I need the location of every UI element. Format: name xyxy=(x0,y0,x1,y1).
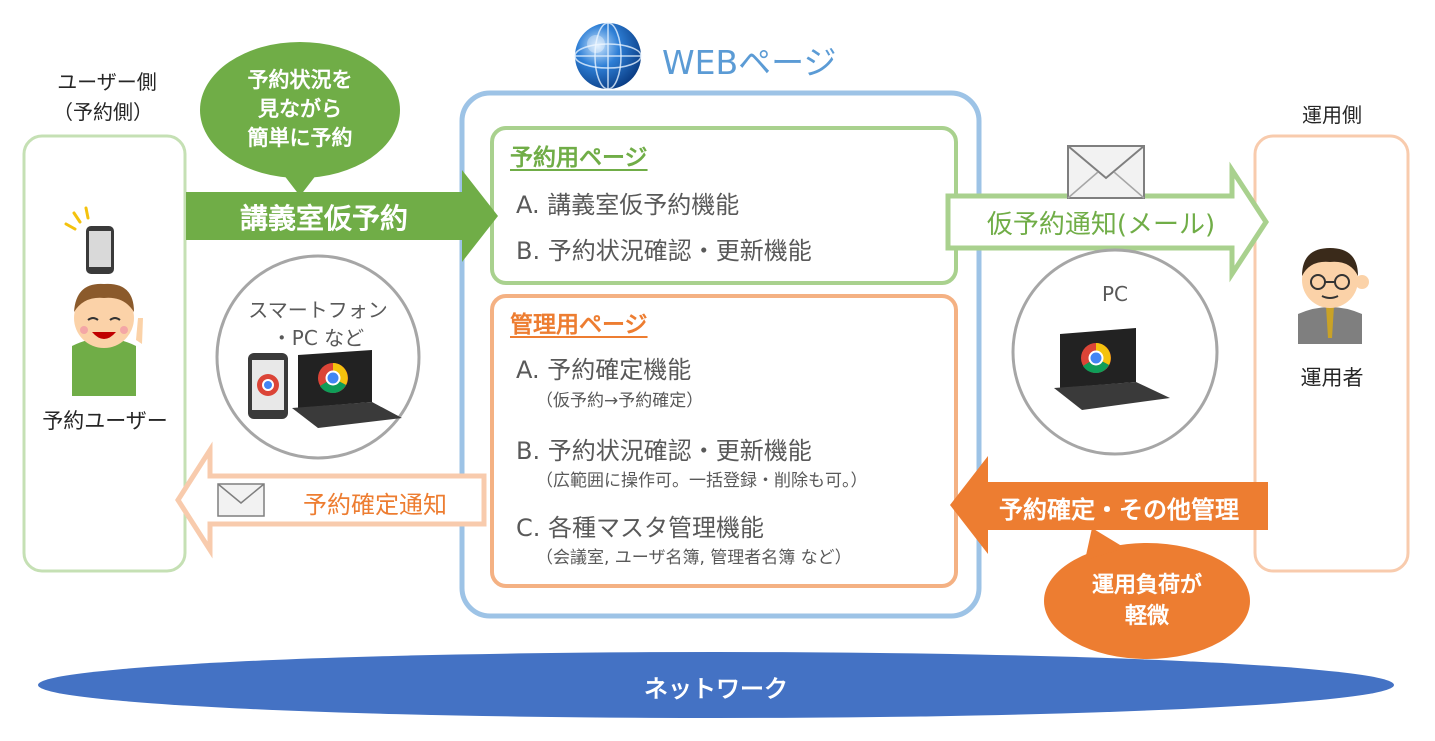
user-callout-line1: 予約状況を xyxy=(247,68,353,92)
reservation-item-b: B. 予約状況確認・更新機能 xyxy=(516,237,812,265)
notify-mail-arrow xyxy=(945,161,1269,283)
user-callout-text: 予約状況を 見ながら 簡単に予約 xyxy=(210,66,390,153)
smartphone-icon xyxy=(248,353,288,419)
laptop-icon-user xyxy=(292,350,402,428)
operator-side-frame xyxy=(1253,134,1410,573)
admin-item-a-note: （仮予約→予約確定） xyxy=(536,391,704,411)
reservation-user-avatar xyxy=(72,283,143,396)
phone-alert-icon xyxy=(64,206,114,274)
user-device-caption-line2: ・PC など xyxy=(271,326,365,350)
user-callout-line2: 見ながら xyxy=(258,97,342,121)
operator-avatar xyxy=(1298,248,1369,344)
admin-page-box xyxy=(490,294,958,588)
network-label: ネットワーク xyxy=(644,675,788,703)
globe-icon xyxy=(574,22,642,90)
reserve-arrow-label: 講義室仮予約 xyxy=(239,202,408,235)
operator-callout-line2: 軽微 xyxy=(1124,604,1169,629)
user-callout-line3: 簡単に予約 xyxy=(247,126,353,150)
user-side-heading-line1: ユーザー側 xyxy=(57,70,157,94)
manage-arrow xyxy=(950,456,1268,554)
operator-device-caption: PC xyxy=(1101,282,1129,306)
admin-item-b-label: B. 予約状況確認・更新機能 xyxy=(516,437,812,465)
mail-icon-notify xyxy=(1067,145,1145,199)
operator-label: 運用者 xyxy=(1300,366,1364,390)
confirm-notice-arrow-label: 予約確定通知 xyxy=(303,491,447,519)
operator-callout-text: 運用負荷が 軽微 xyxy=(1050,570,1244,632)
admin-item-a-label: A. 予約確定機能 xyxy=(516,356,692,384)
reservation-item-a: A. 講義室仮予約機能 xyxy=(516,191,740,219)
web-title: WEBページ xyxy=(662,43,837,82)
user-side-heading-line2: （予約側） xyxy=(53,100,153,124)
reservation-user-label: 予約ユーザー xyxy=(42,409,168,433)
operator-callout-bubble xyxy=(1044,528,1250,659)
operator-callout-line1: 運用負荷が xyxy=(1091,573,1202,598)
admin-item-c-note: （会議室, ユーザ名簿, 管理者名簿 など） xyxy=(536,548,852,568)
operator-side-heading: 運用側 xyxy=(1302,103,1362,127)
confirm-notice-arrow xyxy=(175,441,487,559)
reservation-page-title: 予約用ページ xyxy=(510,145,648,171)
mail-icon-confirm xyxy=(217,483,265,517)
manage-arrow-label: 予約確定・その他管理 xyxy=(999,496,1239,524)
network-ellipse xyxy=(38,652,1394,718)
user-device-caption-line1: スマートフォン xyxy=(248,298,388,322)
user-callout-bubble xyxy=(200,42,400,196)
admin-item-c-label: C. 各種マスタ管理機能 xyxy=(516,514,765,542)
reserve-arrow xyxy=(186,170,498,262)
notify-mail-arrow-label: 仮予約通知(メール) xyxy=(986,210,1216,240)
laptop-icon-operator xyxy=(1054,328,1170,410)
admin-page-title: 管理用ページ xyxy=(510,312,648,338)
admin-item-b-note: （広範囲に操作可。一括登録・削除も可。） xyxy=(536,471,868,491)
